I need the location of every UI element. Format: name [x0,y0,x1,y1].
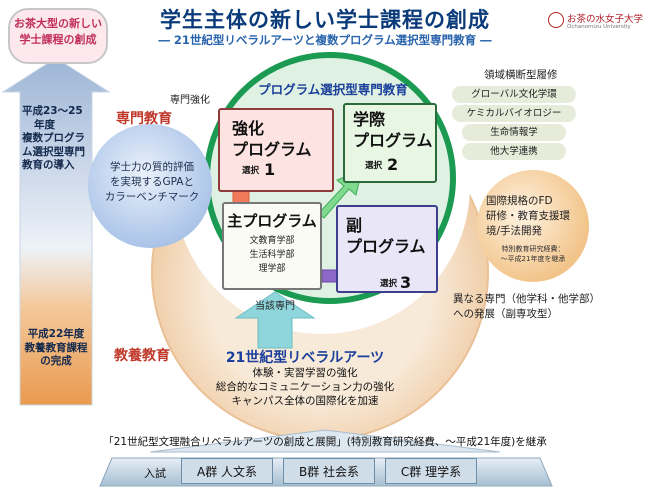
dept-item: 生活科学部 [249,250,295,260]
arrow-upper-line: 複数プログラ [22,132,85,144]
gpa-line: カラーベンチマーク [104,191,200,203]
arrow-upper-line: 年度 [34,118,55,131]
arrow-lower-line: 教養教育課程 [24,341,88,354]
fuku-select-number: 3 [400,273,412,292]
program-header: プログラム選択型専門教育 [258,82,408,97]
liberal-arts-line: 体験・実習学習の強化 [252,367,358,379]
kokusai-title-line: 学際 [353,110,386,129]
gpa-line: を実現するGPAと [110,176,194,188]
fd-line: 研修・教育支援環 [486,210,570,222]
dept-item: 理学部 [258,264,286,274]
liberal-arts-line: キャンパス全体の国際化を加速 [231,395,379,407]
fuku-title-line: 副 [346,216,363,235]
senmon-label: 専門教育 [116,111,172,127]
kokusai-select-number: 2 [387,155,399,174]
kyoka-title-line: プログラム [232,140,312,159]
main-program-title: 主プログラム [227,212,317,230]
arrow-upper-line: ム選択型専門 [22,145,85,158]
progress-arrow [1,57,111,406]
fd-bubble: 国際規格のFD 研修・教育支援環 境/手法開発 [486,194,586,239]
page-subtitle: ― 21世紀型リベラルアーツと複数プログラム選択型専門教育 ― [158,33,492,47]
tougai-senmon-label: 当該専門 [255,301,295,312]
kokusai-select-label: 選択 [365,161,383,171]
fuku-title-line: プログラム [346,237,426,256]
foundation-roof [149,429,501,453]
fd-note-line: ～平成21年度を継承 [500,255,566,263]
fd-note: 特別教育研究経費： ～平成21年度を継承 [486,244,580,264]
liberal-arts-title: 21世紀型リベラルアーツ [225,350,385,366]
liberal-arts-line: 総合的なコミュニケーション力の強化 [215,381,395,393]
fd-line: 境/手法開発 [486,225,543,237]
other-major-line: 異なる専門（他学科・他学部） [453,293,600,305]
gpa-line: 学士力の質的評価 [110,161,194,173]
cross-domain-item: 他大学連携 [462,143,566,160]
gpa-bubble-shape [88,124,212,248]
cross-domain-item: ケミカルバイオロジー [452,105,576,122]
senmon-kyoka-label: 専門強化 [170,95,210,106]
kyoka-title: 強化 プログラム [232,118,312,160]
other-major-text: 異なる専門（他学科・他学部） への発展（副専攻型） [453,292,600,322]
cross-domain-item: 生命情報学 [462,124,566,141]
kyoyo-label: 教養教育 [114,348,170,364]
entrance-label: 入試 [144,467,166,480]
arrow-lower-text: 平成22年度 教養教育課程 の完成 [20,328,92,369]
dept-item: 文教育学部 [249,236,295,246]
arrow-upper-line: 平成23～25 [22,105,83,117]
fd-line: 国際規格のFD [486,195,553,207]
gpa-bubble: 学士力の質的評価 を実現するGPAと カラーベンチマーク [96,160,208,205]
kokusai-title-line: プログラム [353,131,433,150]
kokusai-title: 学際 プログラム [353,109,433,151]
fd-note-line: 特別教育研究経費： [501,245,565,253]
university-logo: お茶の水女子大学 Ochanomizu University [548,10,644,36]
kokusai-program-box: 学際 プログラム 選択 2 [343,103,437,183]
group-a-box: A群 人文系 [181,458,273,484]
liberal-arts-body: 体験・実習学習の強化 総合的なコミュニケーション力の強化 キャンパス全体の国際化… [205,366,405,408]
cross-domain-item: グローバル文化学環 [452,86,576,103]
kyoka-title-line: 強化 [232,119,265,138]
fuku-title: 副 プログラム [346,215,426,257]
main-program-depts: 文教育学部 生活科学部 理学部 [224,234,320,276]
kyoka-select-number: 1 [264,160,276,179]
arrow-lower-line: の完成 [40,355,72,367]
crest-icon [548,12,564,28]
fuku-select-label: 選択 [380,279,398,289]
logo-text: お茶の水女子大学 [567,14,644,25]
logo-subtext: Ochanomizu University [567,24,631,30]
kyoka-select-label: 選択 [242,166,260,176]
heritage-text: 「21世紀型文理融合リベラルアーツの創成と展開」(特別教育研究経費、～平成21年… [103,436,547,448]
main-program-box: 主プログラム 文教育学部 生活科学部 理学部 [222,202,322,290]
arrow-upper-line: 教育の導入 [22,159,75,171]
liberal-to-major-arrow [234,291,316,349]
fuku-program-box: 副 プログラム 選択 3 [336,205,438,293]
badge-line: 学士課程の創成 [19,33,97,46]
cross-domain-header: 領域横断型履修 [484,69,558,81]
page-title: 学生主体の新しい学士課程の創成 [160,8,490,32]
kyoka-program-box: 強化 プログラム 選択 1 [218,108,334,192]
badge-line: お茶大型の新しい [14,17,102,30]
group-b-box: B群 社会系 [283,458,375,484]
fd-bubble-shape [477,170,589,282]
new-curriculum-badge: お茶大型の新しい 学士課程の創成 [8,8,108,64]
arrow-lower-line: 平成22年度 [27,328,85,340]
group-c-box: C群 理学系 [385,458,477,484]
other-major-line: への発展（副専攻型） [453,308,558,320]
arrow-upper-text: 平成23～25 年度 複数プログラ ム選択型専門 教育の導入 [22,105,94,173]
